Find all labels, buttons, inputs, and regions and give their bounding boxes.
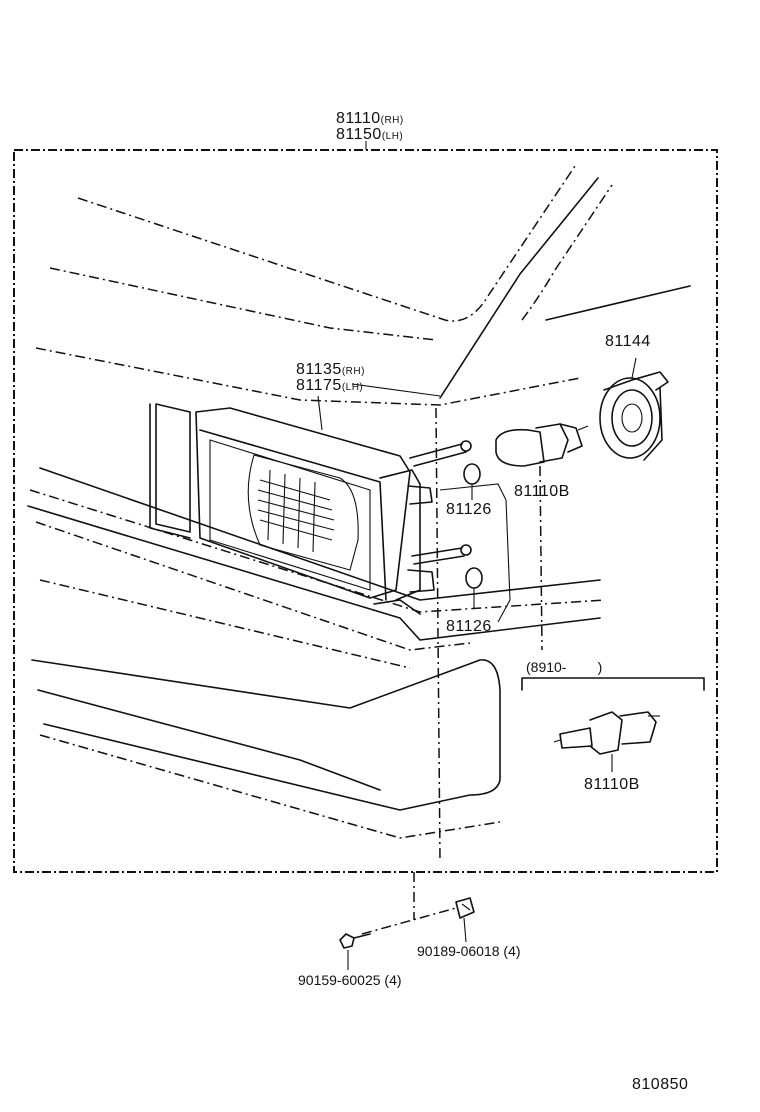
hood-edge-line xyxy=(49,267,437,341)
label-81126-lower: 81126 xyxy=(446,618,492,635)
diagram-number: 810850 xyxy=(632,1076,689,1093)
lamp-bottom-tab xyxy=(373,599,421,615)
adjuster-screw-upper xyxy=(409,440,472,467)
fender-crease xyxy=(521,184,613,321)
hood-line xyxy=(77,165,576,322)
bulb-alt xyxy=(553,711,660,755)
bulb-upper xyxy=(495,423,589,467)
fender-line xyxy=(439,177,599,399)
lamp-bezel-edge xyxy=(149,403,191,539)
leader-81144 xyxy=(631,357,637,379)
label-81110b-alt: 81110B xyxy=(584,776,640,793)
label-81144: 81144 xyxy=(605,333,651,350)
lower-line-3 xyxy=(39,734,501,839)
leader-81175 xyxy=(351,383,441,397)
lamp-bezel-side xyxy=(155,403,191,533)
fastener-dash-line xyxy=(361,907,457,935)
lamp-rear xyxy=(379,469,421,601)
adjuster-screw-lower xyxy=(411,544,472,565)
center-dash xyxy=(435,407,441,861)
label-bolt: 90159-60025 (4) xyxy=(298,972,402,988)
leader-nut xyxy=(463,917,467,943)
bolt xyxy=(339,933,371,949)
nut xyxy=(455,897,475,919)
alt-bracket xyxy=(521,677,705,691)
bumper-line-4 xyxy=(35,521,471,651)
lamp-housing xyxy=(195,407,411,599)
adjuster-leader xyxy=(439,483,511,623)
lens-pattern xyxy=(257,469,335,553)
bumper-line-1 xyxy=(39,467,601,601)
lamp-lens-top xyxy=(199,429,387,601)
label-81150: 81150(LH) xyxy=(336,126,404,143)
grommet-upper xyxy=(463,463,481,500)
mount-bracket-upper xyxy=(407,485,433,505)
label-nut: 90189-06018 (4) xyxy=(417,943,521,959)
lamp-lens xyxy=(209,439,371,591)
grommet-lower xyxy=(465,567,483,608)
assembly-frame xyxy=(13,149,718,873)
bumper-lower-panel xyxy=(31,659,501,811)
label-81135: 81135(RH) xyxy=(296,361,365,378)
bumper-line-2 xyxy=(29,489,606,613)
fender-top-line xyxy=(545,285,691,321)
label-date-range: (8910- ) xyxy=(526,659,603,675)
leader-81135 xyxy=(317,395,323,431)
grille-top-line xyxy=(35,347,581,406)
lamp-reflector xyxy=(247,454,359,571)
bumper-line-3 xyxy=(27,505,601,641)
label-81110: 81110(RH) xyxy=(336,110,404,127)
label-81110b-upper: 81110B xyxy=(514,483,570,500)
label-81175: 81175(LH) xyxy=(296,377,364,394)
socket-cover xyxy=(599,371,669,461)
mount-bracket-lower xyxy=(407,569,435,593)
label-81126-upper: 81126 xyxy=(446,501,492,518)
lower-line-1 xyxy=(39,579,411,669)
lower-line-2 xyxy=(37,689,381,791)
